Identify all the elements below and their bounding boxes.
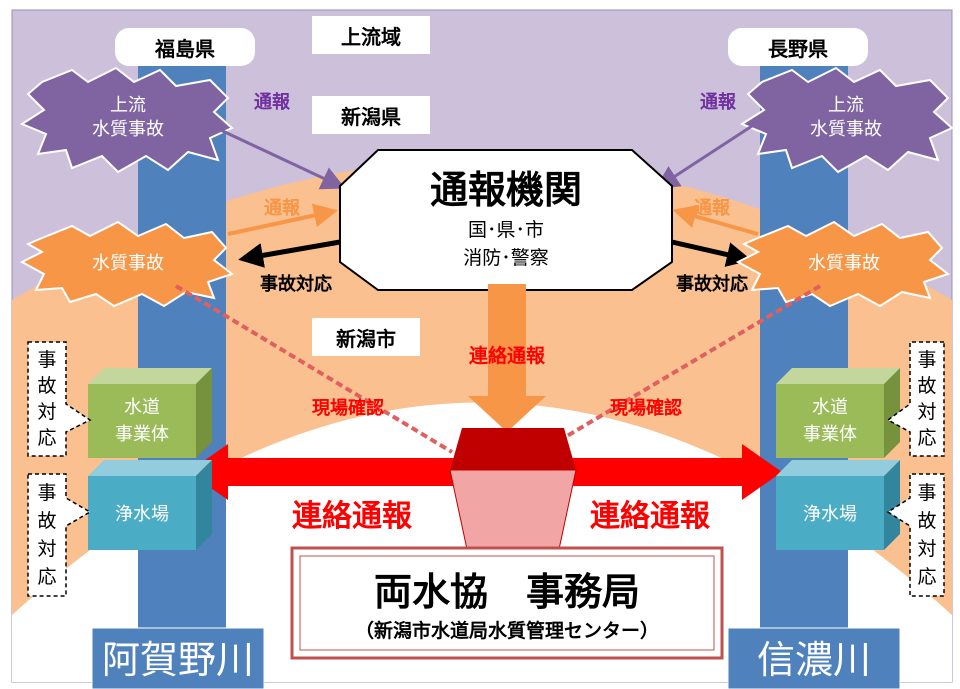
secretariat-title: 両水協 事務局: [374, 570, 640, 614]
svg-text:対: 対: [917, 401, 936, 423]
accident-response-callout-left-1-text: 事 故 対 応: [37, 349, 56, 449]
niigata-pref-label: 新潟県: [341, 105, 401, 129]
svg-text:事: 事: [917, 482, 936, 504]
svg-text:故: 故: [37, 510, 56, 532]
reporting-agency-title: 通報機関: [430, 168, 582, 212]
accident-response-callout-right-1: [886, 341, 945, 457]
report-label-right: 通報: [694, 197, 731, 219]
accident-response-callout-right-2-text: 事 故 対 応: [917, 482, 936, 588]
waterworks-left-box: [88, 368, 212, 458]
accident-response-callout-right-1-text: 事 故 対 応: [917, 349, 936, 449]
waterworks-right-box: [776, 368, 900, 458]
accident-response-arrow-left: [238, 239, 341, 268]
accident-response-label-left: 事故対応: [260, 273, 332, 295]
svg-text:事: 事: [37, 349, 56, 371]
upstream-accident-left-line2: 水質事故: [92, 119, 164, 140]
secretariat-funnel: [449, 469, 577, 555]
upstream-accident-left-line1: 上流: [110, 95, 146, 116]
accident-response-callout-left-1: [27, 341, 92, 457]
agano-river-label-box: [91, 627, 265, 689]
upstream-area-label-box: [312, 16, 430, 54]
water-accident-right-label: 水質事故: [808, 253, 880, 274]
svg-text:故: 故: [917, 375, 936, 397]
purification-plant-right-box: [776, 460, 900, 550]
waterworks-right-line2: 事業体: [803, 424, 857, 445]
niigata-city-label: 新潟市: [336, 327, 396, 351]
agano-river-label: 阿賀野川: [102, 638, 254, 682]
svg-text:応: 応: [37, 566, 56, 588]
liaison-report-center-label: 連絡通報: [469, 344, 546, 367]
accident-response-callout-left-2: [27, 473, 92, 597]
reporting-agency-line1: 国･県･市: [468, 219, 544, 241]
upstream-accident-right-line1: 上流: [828, 95, 864, 116]
svg-text:応: 応: [37, 427, 56, 449]
waterworks-left-line1: 水道: [124, 397, 160, 418]
fukushima-label: 福島県: [154, 37, 215, 61]
purification-plant-left-label: 浄水場: [115, 504, 169, 525]
nagano-label: 長野県: [768, 37, 828, 61]
waterworks-right-line1: 水道: [812, 397, 848, 418]
waterworks-left-line2: 事業体: [115, 424, 169, 445]
svg-text:対: 対: [37, 401, 56, 423]
water-accident-left-label: 水質事故: [92, 253, 164, 274]
report-label-left: 通報: [264, 197, 301, 219]
secretariat-box-outer: [290, 546, 724, 660]
niigata-city-label-box: [312, 318, 420, 356]
secretariat-subtitle: （新潟市水道局水質管理センター）: [355, 619, 659, 642]
site-confirmation-label-left: 現場確認: [312, 397, 384, 419]
svg-text:応: 応: [917, 566, 936, 588]
liaison-report-left-label: 連絡通報: [292, 499, 413, 534]
water-accident-left-burst: [19, 220, 235, 308]
water-accident-right-burst: [735, 220, 951, 308]
svg-text:故: 故: [37, 375, 56, 397]
purification-plant-left-box: [88, 460, 212, 550]
upstream-report-label-right: 通報: [700, 91, 737, 113]
secretariat-box-inner: [299, 555, 715, 651]
niigata-pref-label-box: [312, 96, 430, 134]
svg-text:応: 応: [917, 427, 936, 449]
svg-text:対: 対: [37, 538, 56, 560]
accident-response-arrow-right: [671, 239, 752, 267]
upstream-report-label-left: 通報: [254, 91, 291, 113]
accident-response-callout-right-2: [886, 473, 945, 597]
svg-text:事: 事: [37, 482, 56, 504]
accident-response-label-right: 事故対応: [676, 273, 748, 295]
svg-text:故: 故: [917, 510, 936, 532]
site-confirmation-line-left: [174, 284, 454, 454]
upstream-accident-left-burst: [19, 66, 234, 174]
report-arrow-right: [672, 204, 759, 236]
nagano-label-box: [728, 28, 868, 66]
report-arrow-left: [227, 203, 338, 236]
reporting-agency-line2: 消防･警察: [463, 247, 549, 269]
svg-text:事: 事: [917, 349, 936, 371]
purification-plant-right-label: 浄水場: [803, 504, 857, 525]
liaison-report-down-arrow: [468, 284, 546, 432]
secretariat-roof: [450, 428, 576, 470]
upstream-area-label: 上流域: [341, 25, 401, 49]
fukushima-label-box: [115, 28, 255, 66]
shinano-river-label: 信濃川: [757, 638, 871, 682]
upstream-report-arrow-left: [211, 124, 346, 190]
upstream-accident-right-burst: [739, 66, 954, 174]
liaison-report-right-label: 連絡通報: [590, 499, 711, 534]
upstream-report-arrow-right: [654, 124, 753, 190]
reporting-agency-box: [339, 149, 673, 291]
upstream-accident-right-line2: 水質事故: [810, 119, 882, 140]
accident-response-callout-left-2-text: 事 故 対 応: [37, 482, 56, 588]
site-confirmation-label-right: 現場確認: [610, 397, 682, 419]
svg-text:対: 対: [917, 538, 936, 560]
shinano-river-label-box: [727, 627, 901, 689]
